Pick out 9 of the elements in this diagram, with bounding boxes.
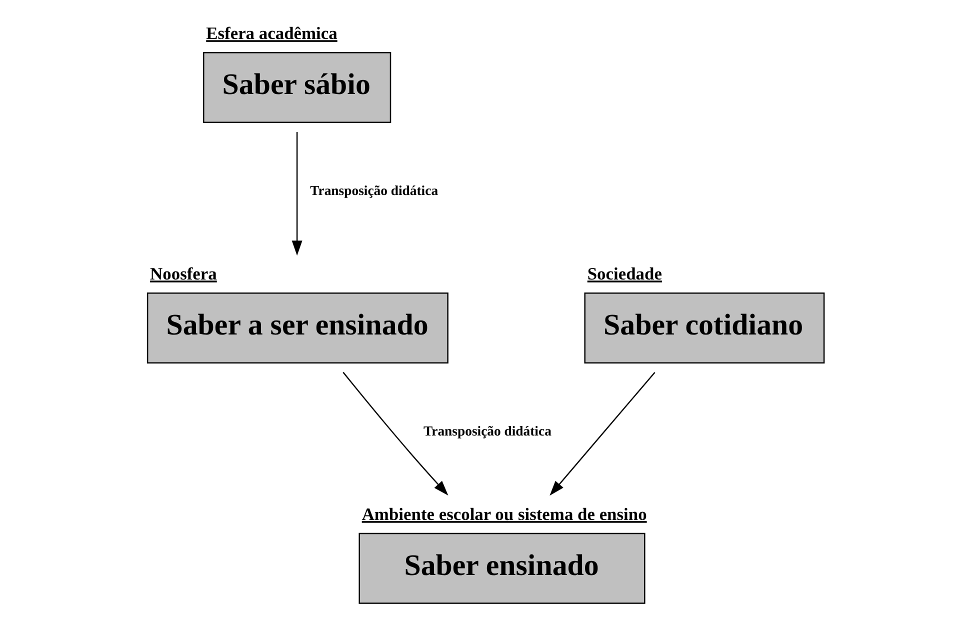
- node-label: Esfera acadêmica: [206, 23, 338, 44]
- edge-label: Transposição didática: [424, 423, 552, 438]
- node-label: Sociedade: [587, 264, 662, 284]
- edge-label: Transposição didática: [310, 183, 438, 198]
- node-label: Ambiente escolar ou sistema de ensino: [362, 504, 647, 524]
- arrow: [550, 372, 656, 496]
- arrow: [342, 372, 448, 496]
- node-label: Noosfera: [150, 264, 217, 284]
- arrow: [292, 132, 302, 256]
